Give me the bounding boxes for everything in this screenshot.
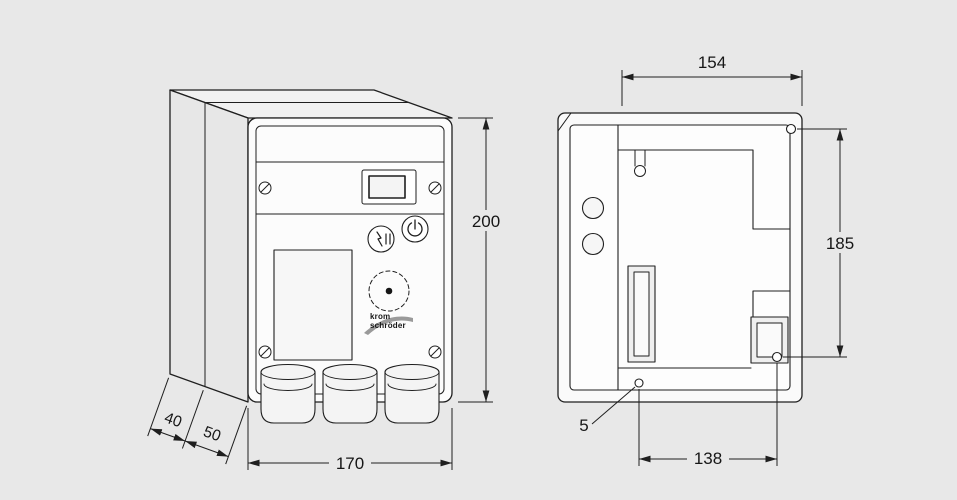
dimension-hole-diameter: 5: [579, 386, 636, 435]
dimension-line: [184, 440, 229, 458]
screw-icon: [258, 345, 272, 359]
dim-width-label: 170: [336, 454, 364, 473]
housing-inner-wall: [569, 124, 791, 391]
enclosure-front-view: krom schröder: [169, 89, 453, 424]
dimension-width: 170: [247, 408, 453, 473]
corner-chamfer-line: [557, 112, 572, 132]
dim-hole-diameter-label: 5: [579, 416, 588, 435]
lightning-icon: [376, 231, 383, 247]
dimension-inner-width: 154: [621, 53, 803, 106]
screw-icon: [428, 181, 442, 195]
dimension-height: 200: [458, 117, 507, 403]
mounting-tab-top-left: [634, 149, 646, 177]
power-icon: [407, 222, 423, 237]
dimension-mount-width: 138: [638, 363, 778, 468]
mounting-hole-bottom-left: [634, 378, 644, 388]
mounting-screw-bottom-right: [771, 351, 783, 363]
dimension-line: [150, 428, 186, 442]
extension-line: [181, 390, 204, 449]
center-dot: [385, 287, 393, 295]
interior-contour-line: [617, 149, 791, 230]
logo-swoosh: [364, 316, 413, 335]
enclosure-left-face: [169, 89, 249, 403]
inspection-window: [273, 249, 353, 361]
screw-icon: [428, 345, 442, 359]
cable-gland: [384, 363, 440, 424]
reset-button: [367, 225, 395, 253]
brand-logo: krom schröder: [364, 312, 413, 335]
extension-line: [147, 377, 170, 437]
mounting-screw-top-right: [785, 123, 797, 135]
dimension-mount-height: 185: [783, 128, 862, 358]
brand-line2: schröder: [370, 321, 406, 330]
leader-line: [591, 386, 636, 425]
dim-height-label: 200: [472, 212, 500, 231]
display-screen: [368, 175, 406, 199]
dim-mount-height-label: 185: [826, 234, 854, 253]
cable-gland: [322, 363, 378, 424]
dim-mount-width-label: 138: [694, 449, 722, 468]
terminal-slot-right-inner: [756, 322, 783, 358]
dim-inner-width-label: 154: [698, 53, 726, 72]
knockout-marking-circle: [368, 270, 410, 312]
dim-depth-front-label: 50: [201, 423, 223, 445]
brand-line1: krom: [370, 312, 390, 321]
terminal-slot-left-inner: [633, 271, 650, 357]
cable-knockout: [581, 232, 605, 256]
cable-gland: [260, 363, 316, 424]
enclosure-rear-view: [557, 112, 803, 403]
power-button: [401, 215, 429, 243]
dim-depth-rear-label: 40: [162, 409, 184, 431]
dimension-depths: 40 50: [147, 377, 248, 465]
cable-knockout: [581, 196, 605, 220]
screw-icon: [258, 181, 272, 195]
extension-line: [225, 405, 248, 465]
interior-contour-line: [752, 290, 791, 318]
